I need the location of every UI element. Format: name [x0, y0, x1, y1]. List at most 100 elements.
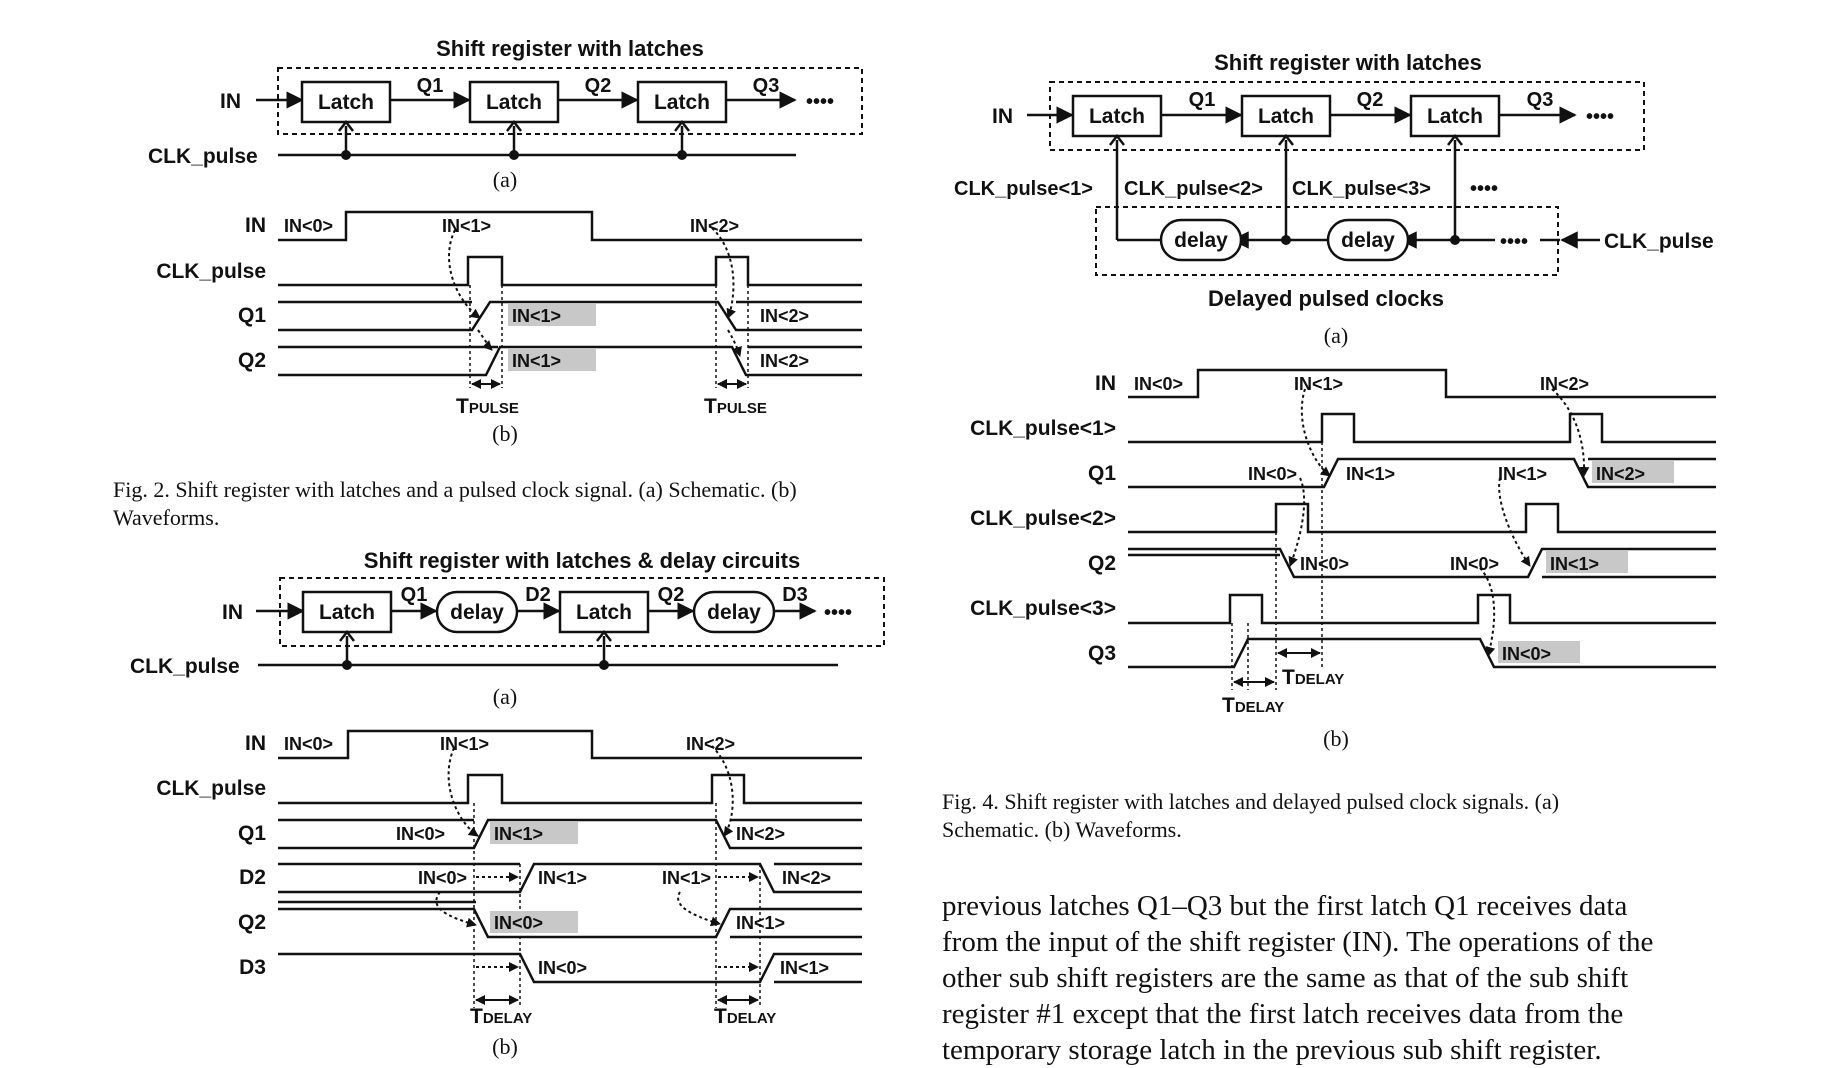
fig3b-d2-in2: IN<2>: [782, 868, 831, 888]
fig4a-input-dots: ••••: [1500, 231, 1528, 253]
fig2-caption: Fig. 2. Shift register with latches and …: [113, 476, 907, 532]
fig3b-d2-in1b: IN<1>: [662, 868, 711, 888]
fig4b-in0: IN<0>: [1134, 374, 1183, 394]
fig4a-latch-3-label: Latch: [1427, 105, 1483, 128]
body-line-5: temporary storage latch in the previous …: [942, 1034, 1602, 1066]
fig3a-q1: Q1: [401, 584, 428, 606]
fig4b-waveforms: IN CLK_pulse<1> Q1 CLK_pulse<2> Q2 CLK_p…: [970, 368, 1716, 751]
body-line-3: other sub shift registers are the same a…: [942, 962, 1629, 994]
fig4b-sig-q3: Q3: [1088, 642, 1116, 665]
fig3b-tdelay-1: TDELAY: [470, 1005, 532, 1028]
fig4b-in1: IN<1>: [1294, 374, 1343, 394]
fig3b-q1-in0: IN<0>: [396, 824, 445, 844]
fig2a-title: Shift register with latches: [436, 36, 704, 61]
fig3b-d2-in0: IN<0>: [418, 868, 467, 888]
fig4b-q1-in2: IN<2>: [1596, 464, 1645, 484]
body-line-4: register #1 except that the first latch …: [942, 998, 1624, 1030]
fig4a-schematic: Shift register with latches IN Latch Q1 …: [954, 50, 1714, 348]
fig3a-latch-1-label: Latch: [319, 601, 375, 624]
fig3a-latch-2-label: Latch: [576, 601, 632, 624]
fig4b-sig-clk3: CLK_pulse<3>: [970, 597, 1116, 620]
fig3b-wave-d3: [278, 952, 862, 984]
fig3b-sig-q2: Q2: [238, 911, 266, 934]
fig2-caption-line-1: Fig. 2. Shift register with latches and …: [113, 477, 797, 502]
fig4b-sig-q2: Q2: [1088, 552, 1116, 575]
fig4b-q3-in0: IN<0>: [1502, 644, 1551, 664]
body-paragraph: previous latches Q1–Q3 but the first lat…: [942, 888, 1736, 1068]
fig4b-wave-clk1: [1128, 412, 1716, 444]
fig4a-latch-3: [1409, 94, 1501, 138]
fig3b-q1-in1: IN<1>: [494, 824, 543, 844]
fig4a-latch-2-label: Latch: [1258, 105, 1314, 128]
fig4a-clk-input: CLK_pulse: [1604, 230, 1714, 253]
fig3b-sig-d2: D2: [239, 866, 266, 889]
fig2b-tpulse-1: TPULSE: [456, 395, 519, 418]
fig4-caption-line-2: Schematic. (b) Waveforms.: [942, 817, 1182, 842]
fig3b-sig-q1: Q1: [238, 822, 266, 845]
fig2b-in2: IN<2>: [690, 216, 739, 236]
fig4a-dots: ••••: [1586, 106, 1614, 128]
fig2b-sublabel: (b): [492, 421, 518, 446]
fig2-caption-line-2: Waveforms.: [113, 505, 220, 530]
fig3a-q2: Q2: [658, 584, 685, 606]
fig2b-sig-q2: Q2: [238, 349, 266, 372]
fig4b-in2: IN<2>: [1540, 374, 1589, 394]
fig2b-q1-in1: IN<1>: [512, 306, 561, 326]
fig4a-tap-dots: ••••: [1470, 178, 1498, 200]
fig2a-q2: Q2: [585, 75, 612, 97]
fig4a-title: Shift register with latches: [1214, 50, 1482, 75]
fig3a-title: Shift register with latches & delay circ…: [364, 548, 800, 573]
fig2a-latch-3: [636, 80, 728, 124]
fig3b-sig-clk: CLK_pulse: [156, 777, 266, 800]
fig3a-schematic: Shift register with latches & delay circ…: [130, 548, 885, 709]
fig3a-delay-1-label: delay: [450, 601, 504, 624]
fig4b-sublabel: (b): [1323, 726, 1349, 751]
fig4a-delay-1-label: delay: [1174, 229, 1228, 252]
fig3b-in2: IN<2>: [686, 734, 735, 754]
fig2b-wave-in: [278, 210, 862, 242]
fig4a-tap-1: CLK_pulse<1>: [954, 178, 1093, 200]
fig4b-q2-in0b: IN<0>: [1450, 554, 1499, 574]
fig3b-tdelay-2: TDELAY: [714, 1005, 776, 1028]
fig2b-wave-clk: [278, 255, 862, 287]
fig3b-sublabel: (b): [492, 1034, 518, 1059]
fig3a-clk-label: CLK_pulse: [130, 655, 240, 678]
fig4b-tdelay-2: TDELAY: [1222, 694, 1284, 717]
fig2b-in1: IN<1>: [442, 216, 491, 236]
fig4b-sig-clk2: CLK_pulse<2>: [970, 507, 1116, 530]
fig4b-q2-in1: IN<1>: [1550, 554, 1599, 574]
fig3b-q1-in2: IN<2>: [736, 824, 785, 844]
fig3a-delay-2-label: delay: [707, 601, 761, 624]
fig2b-sig-q1: Q1: [238, 304, 266, 327]
fig2a-sublabel: (a): [493, 167, 517, 192]
fig2a-latch-1: [300, 80, 392, 124]
fig3b-in1: IN<1>: [440, 734, 489, 754]
fig2b-sig-clk: CLK_pulse: [156, 260, 266, 283]
fig4a-latch-1-label: Latch: [1089, 105, 1145, 128]
fig4b-wave-clk2: [1128, 502, 1716, 534]
fig4b-q2-in0a: IN<0>: [1300, 554, 1349, 574]
fig2a-q1: Q1: [417, 75, 444, 97]
fig3b-q2-in0: IN<0>: [494, 913, 543, 933]
fig3a-in-label: IN: [222, 601, 243, 624]
fig3b-in0: IN<0>: [284, 734, 333, 754]
fig4b-q1-in1a: IN<1>: [1346, 464, 1395, 484]
fig4a-tap-3: CLK_pulse<3>: [1292, 178, 1431, 200]
fig3a-dots: ••••: [824, 602, 852, 624]
fig2b-in0: IN<0>: [284, 216, 333, 236]
fig2b-q1-in2: IN<2>: [760, 306, 809, 326]
fig3a-d2: D2: [525, 584, 551, 606]
fig4a-q3: Q3: [1527, 89, 1554, 111]
fig3b-sig-d3: D3: [239, 956, 266, 979]
fig3b-wave-in: [278, 729, 862, 760]
fig4a-q2: Q2: [1357, 89, 1384, 111]
fig2a-q3: Q3: [753, 75, 780, 97]
fig4b-wave-in: [1128, 368, 1716, 399]
fig4a-tap-2: CLK_pulse<2>: [1124, 178, 1263, 200]
fig4a-sublabel: (a): [1324, 323, 1348, 348]
fig3b-wave-q1: [278, 818, 862, 850]
fig4b-sig-in: IN: [1095, 372, 1116, 395]
fig3b-q2-in1: IN<1>: [736, 913, 785, 933]
fig3b-sig-in: IN: [245, 732, 266, 755]
